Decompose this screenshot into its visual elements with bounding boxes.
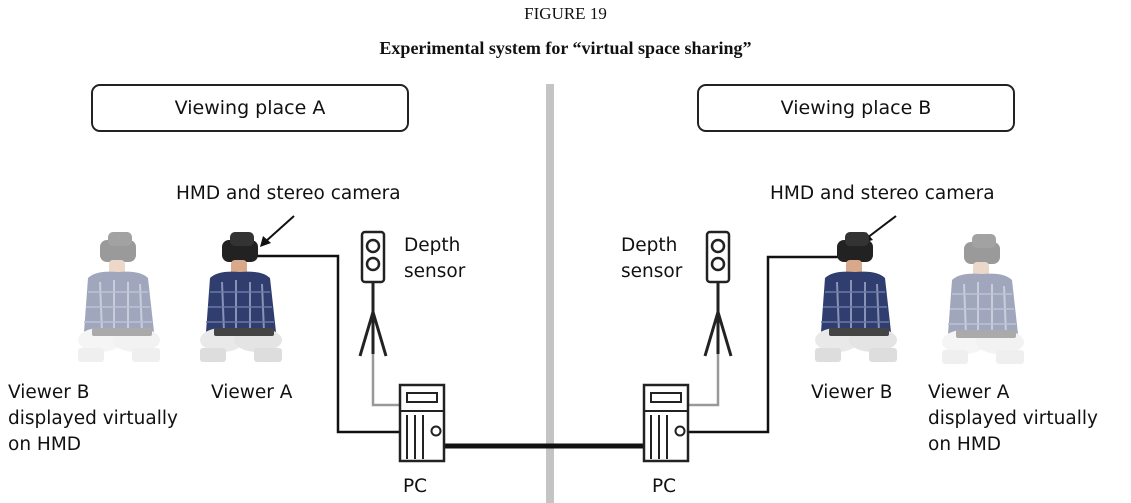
left-sensor-cable — [371, 350, 400, 407]
left-virtual-viewer-label-2: displayed virtually — [8, 408, 178, 429]
right-real-viewer-label: Viewer B — [811, 382, 893, 403]
right-virtual-viewer-label-1: Viewer A — [928, 382, 1010, 403]
right-real-viewer-image — [814, 231, 898, 363]
left-hmd-cable — [252, 254, 400, 434]
left-depth-sensor — [358, 230, 388, 358]
right-virtual-viewer-label-2: displayed virtually — [928, 408, 1098, 429]
left-hmd-label: HMD and stereo camera — [176, 183, 401, 204]
left-virtual-viewer-label-1: Viewer B — [8, 382, 90, 403]
figure-number: FIGURE 19 — [524, 4, 607, 23]
right-virtual-viewer-image — [941, 233, 1025, 365]
right-hmd-arrow — [866, 215, 897, 239]
right-hmd-cable — [688, 255, 839, 434]
right-virtual-viewer-label-3: on HMD — [928, 434, 1002, 455]
left-depth-sensor-label-1: Depth — [404, 235, 461, 256]
left-real-viewer-label: Viewer A — [211, 382, 293, 403]
right-pc-label: PC — [652, 476, 677, 497]
right-depth-sensor — [703, 230, 733, 358]
left-pc-label: PC — [403, 476, 428, 497]
left-real-viewer-image — [199, 231, 283, 363]
viewing-place-b-box: Viewing place B — [697, 84, 1015, 132]
center-divider — [546, 84, 554, 503]
right-depth-sensor-label-2: sensor — [621, 261, 683, 282]
left-depth-sensor-label-2: sensor — [404, 261, 466, 282]
right-hmd-label: HMD and stereo camera — [770, 183, 995, 204]
left-virtual-viewer-label-3: on HMD — [8, 434, 82, 455]
left-hmd-arrow — [264, 215, 295, 243]
viewing-place-a-box: Viewing place A — [91, 84, 409, 132]
right-sensor-cable — [688, 350, 720, 407]
right-depth-sensor-label-1: Depth — [621, 235, 678, 256]
right-pc — [642, 383, 690, 463]
figure-title: Experimental system for “virtual space s… — [379, 38, 752, 58]
left-virtual-viewer-image — [77, 231, 161, 363]
left-pc — [398, 383, 446, 463]
